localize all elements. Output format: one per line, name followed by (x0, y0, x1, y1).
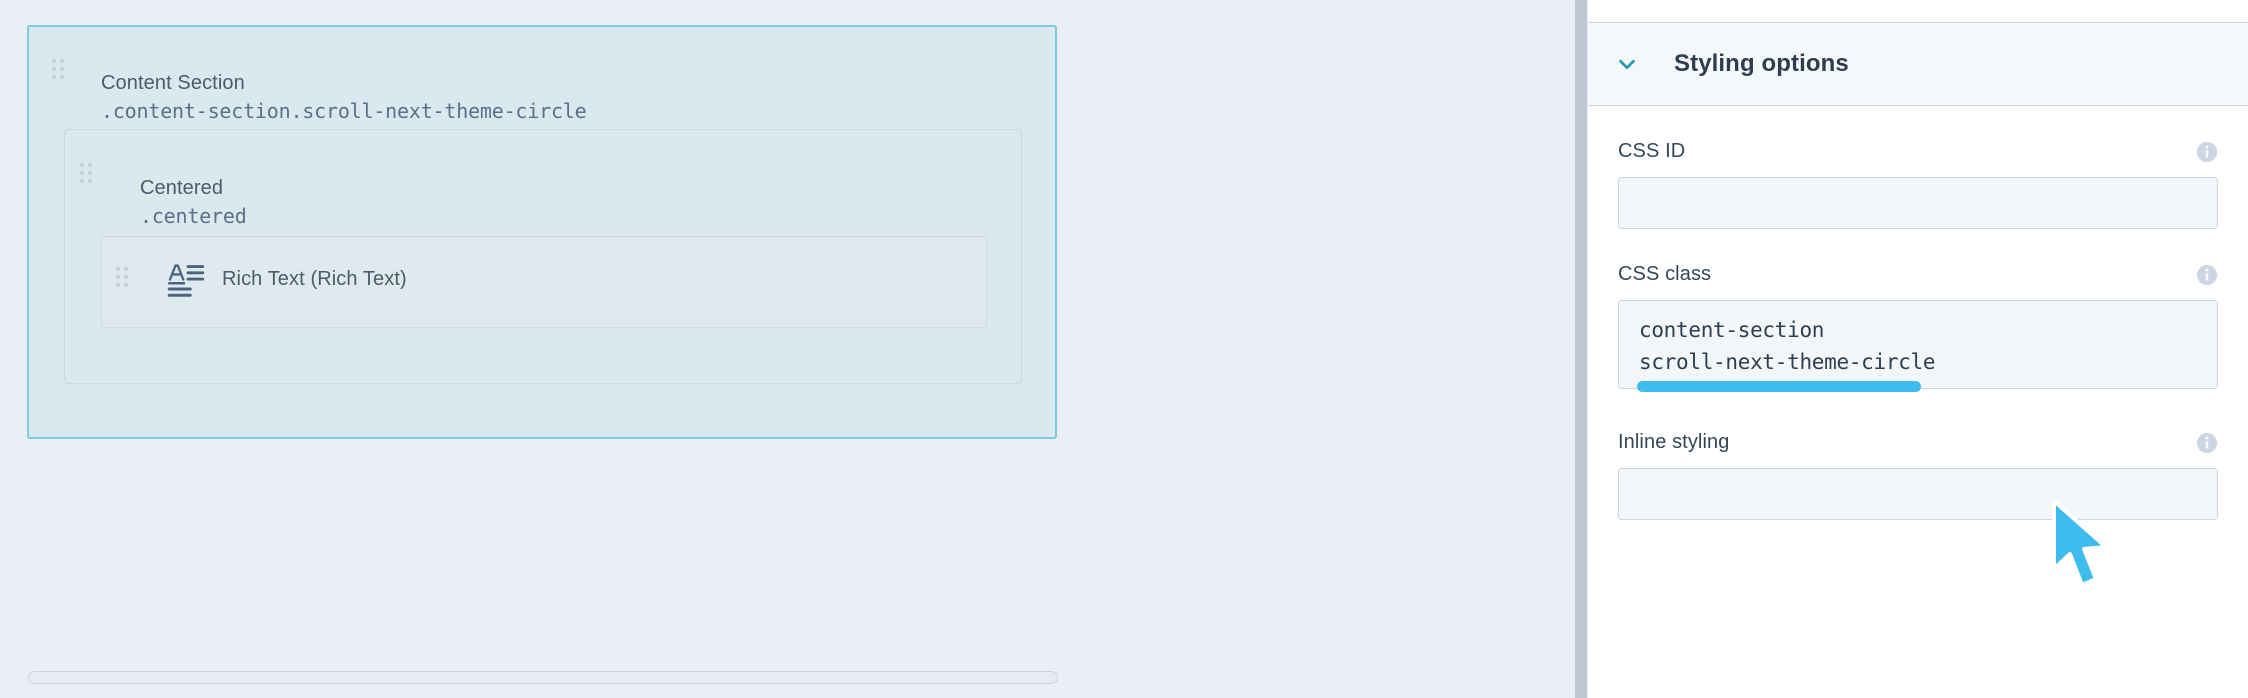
module-centered-row-title: Centered (140, 177, 224, 199)
module-centered-row-selector: .centered (140, 204, 247, 228)
css-class-selection-highlight (1637, 381, 1921, 392)
horizontal-scrollbar[interactable] (28, 671, 1058, 684)
field-inline-styling: Inline styling (1618, 431, 2218, 520)
info-icon[interactable] (2196, 264, 2218, 286)
module-content-section-title: Content Section (101, 72, 245, 94)
drag-handle-icon[interactable] (52, 59, 64, 79)
module-content-section-selector: .content-section.scroll-next-theme-circl… (101, 99, 587, 123)
field-css-id: CSS ID (1618, 140, 2218, 229)
vertical-scrollbar[interactable] (1574, 0, 1588, 698)
panel-top-spacer (1588, 0, 2248, 22)
css-id-input[interactable] (1618, 177, 2218, 229)
styling-options-body: CSS ID CSS class (1588, 140, 2248, 520)
drag-handle-icon[interactable] (116, 267, 128, 287)
module-centered-row-labels: Centered .centered (140, 176, 247, 231)
styling-options-title: Styling options (1674, 50, 1849, 77)
styling-options-accordion-header[interactable]: Styling options (1588, 22, 2248, 106)
horizontal-scrollbar-thumb[interactable] (29, 672, 1057, 683)
field-css-id-header: CSS ID (1618, 140, 2218, 163)
styling-options-panel: Styling options CSS ID CSS class (1588, 0, 2248, 698)
css-id-label: CSS ID (1618, 140, 1686, 162)
module-centered-row[interactable]: Centered .centered (64, 129, 1022, 384)
css-class-value-line-1: content-section (1639, 318, 1825, 342)
css-class-value-line-2: scroll-next-theme-circle (1639, 349, 1936, 374)
css-class-input[interactable]: content-section scroll-next-theme-circle (1618, 300, 2218, 392)
module-content-section-labels: Content Section .content-section.scroll-… (101, 71, 587, 126)
css-class-label: CSS class (1618, 263, 1712, 285)
field-css-class-header: CSS class (1618, 263, 2218, 286)
info-icon[interactable] (2196, 141, 2218, 163)
rich-text-icon (167, 264, 205, 297)
module-rich-text-row: Rich Text (Rich Text) (166, 259, 407, 299)
chevron-down-icon[interactable] (1616, 53, 1638, 75)
inline-styling-input[interactable] (1618, 468, 2218, 520)
field-inline-styling-header: Inline styling (1618, 431, 2218, 454)
module-rich-text-label: Rich Text (Rich Text) (222, 267, 407, 290)
module-rich-text[interactable]: Rich Text (Rich Text) (101, 236, 987, 328)
drag-handle-icon[interactable] (80, 163, 92, 183)
field-css-class: CSS class content-section scroll-next-th… (1618, 263, 2218, 392)
module-content-section[interactable]: Content Section .content-section.scroll-… (27, 25, 1057, 439)
info-icon[interactable] (2196, 432, 2218, 454)
vertical-scrollbar-thumb[interactable] (1575, 0, 1587, 698)
page-editor-canvas[interactable]: Content Section .content-section.scroll-… (0, 0, 1574, 698)
inline-styling-label: Inline styling (1618, 431, 1730, 453)
